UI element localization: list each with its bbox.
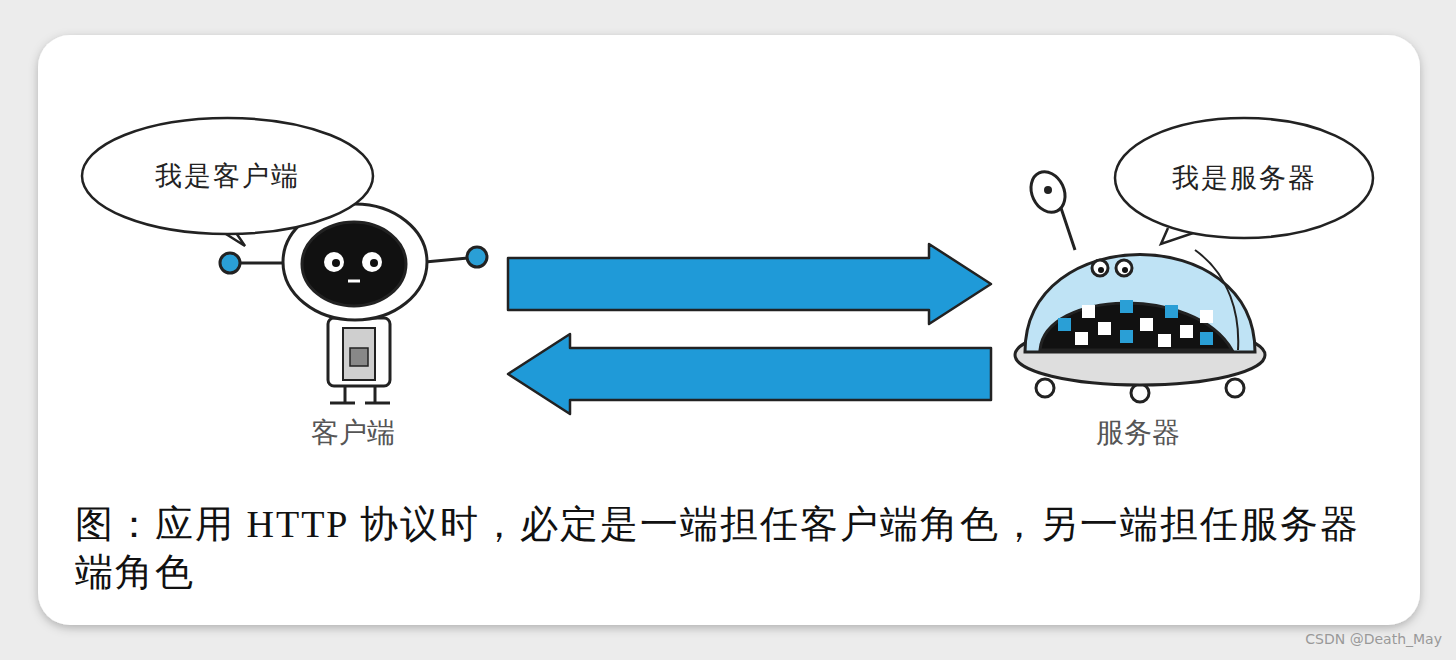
- light-square: [1098, 322, 1111, 335]
- light-square: [1120, 330, 1133, 343]
- light-square: [1140, 318, 1153, 331]
- light-square: [1200, 332, 1213, 345]
- speech-bubble: 我是服务器: [1113, 116, 1375, 240]
- watermark: CSDN @Death_May: [1305, 631, 1442, 647]
- figure-caption: 图：应用 HTTP 协议时，必定是一端担任客户端角色，另一端担任服务器端角色: [75, 500, 1375, 596]
- bubble-body: [1115, 118, 1373, 238]
- speech-text: 我是服务器: [1172, 160, 1317, 196]
- panel: [38, 35, 1420, 625]
- block-arrow: [508, 244, 991, 324]
- light-square: [1082, 305, 1095, 318]
- light-square: [1180, 325, 1193, 338]
- role-label: 服务器: [1096, 414, 1180, 456]
- light-square: [1158, 334, 1171, 347]
- robot-figure: 客户端: [212, 188, 494, 456]
- role-label: 客户端: [311, 414, 395, 456]
- light-square: [1058, 318, 1071, 331]
- speech-bubble: 我是客户端: [80, 116, 375, 236]
- bubble-body: [82, 118, 373, 234]
- light-square: [1200, 310, 1213, 323]
- block-arrow: [508, 334, 991, 414]
- robot-figure: 服务器: [1005, 178, 1270, 456]
- light-square: [1120, 300, 1133, 313]
- speech-text: 我是客户端: [155, 158, 300, 194]
- light-square: [1075, 332, 1088, 345]
- light-square: [1165, 305, 1178, 318]
- server-lights: [1058, 300, 1213, 347]
